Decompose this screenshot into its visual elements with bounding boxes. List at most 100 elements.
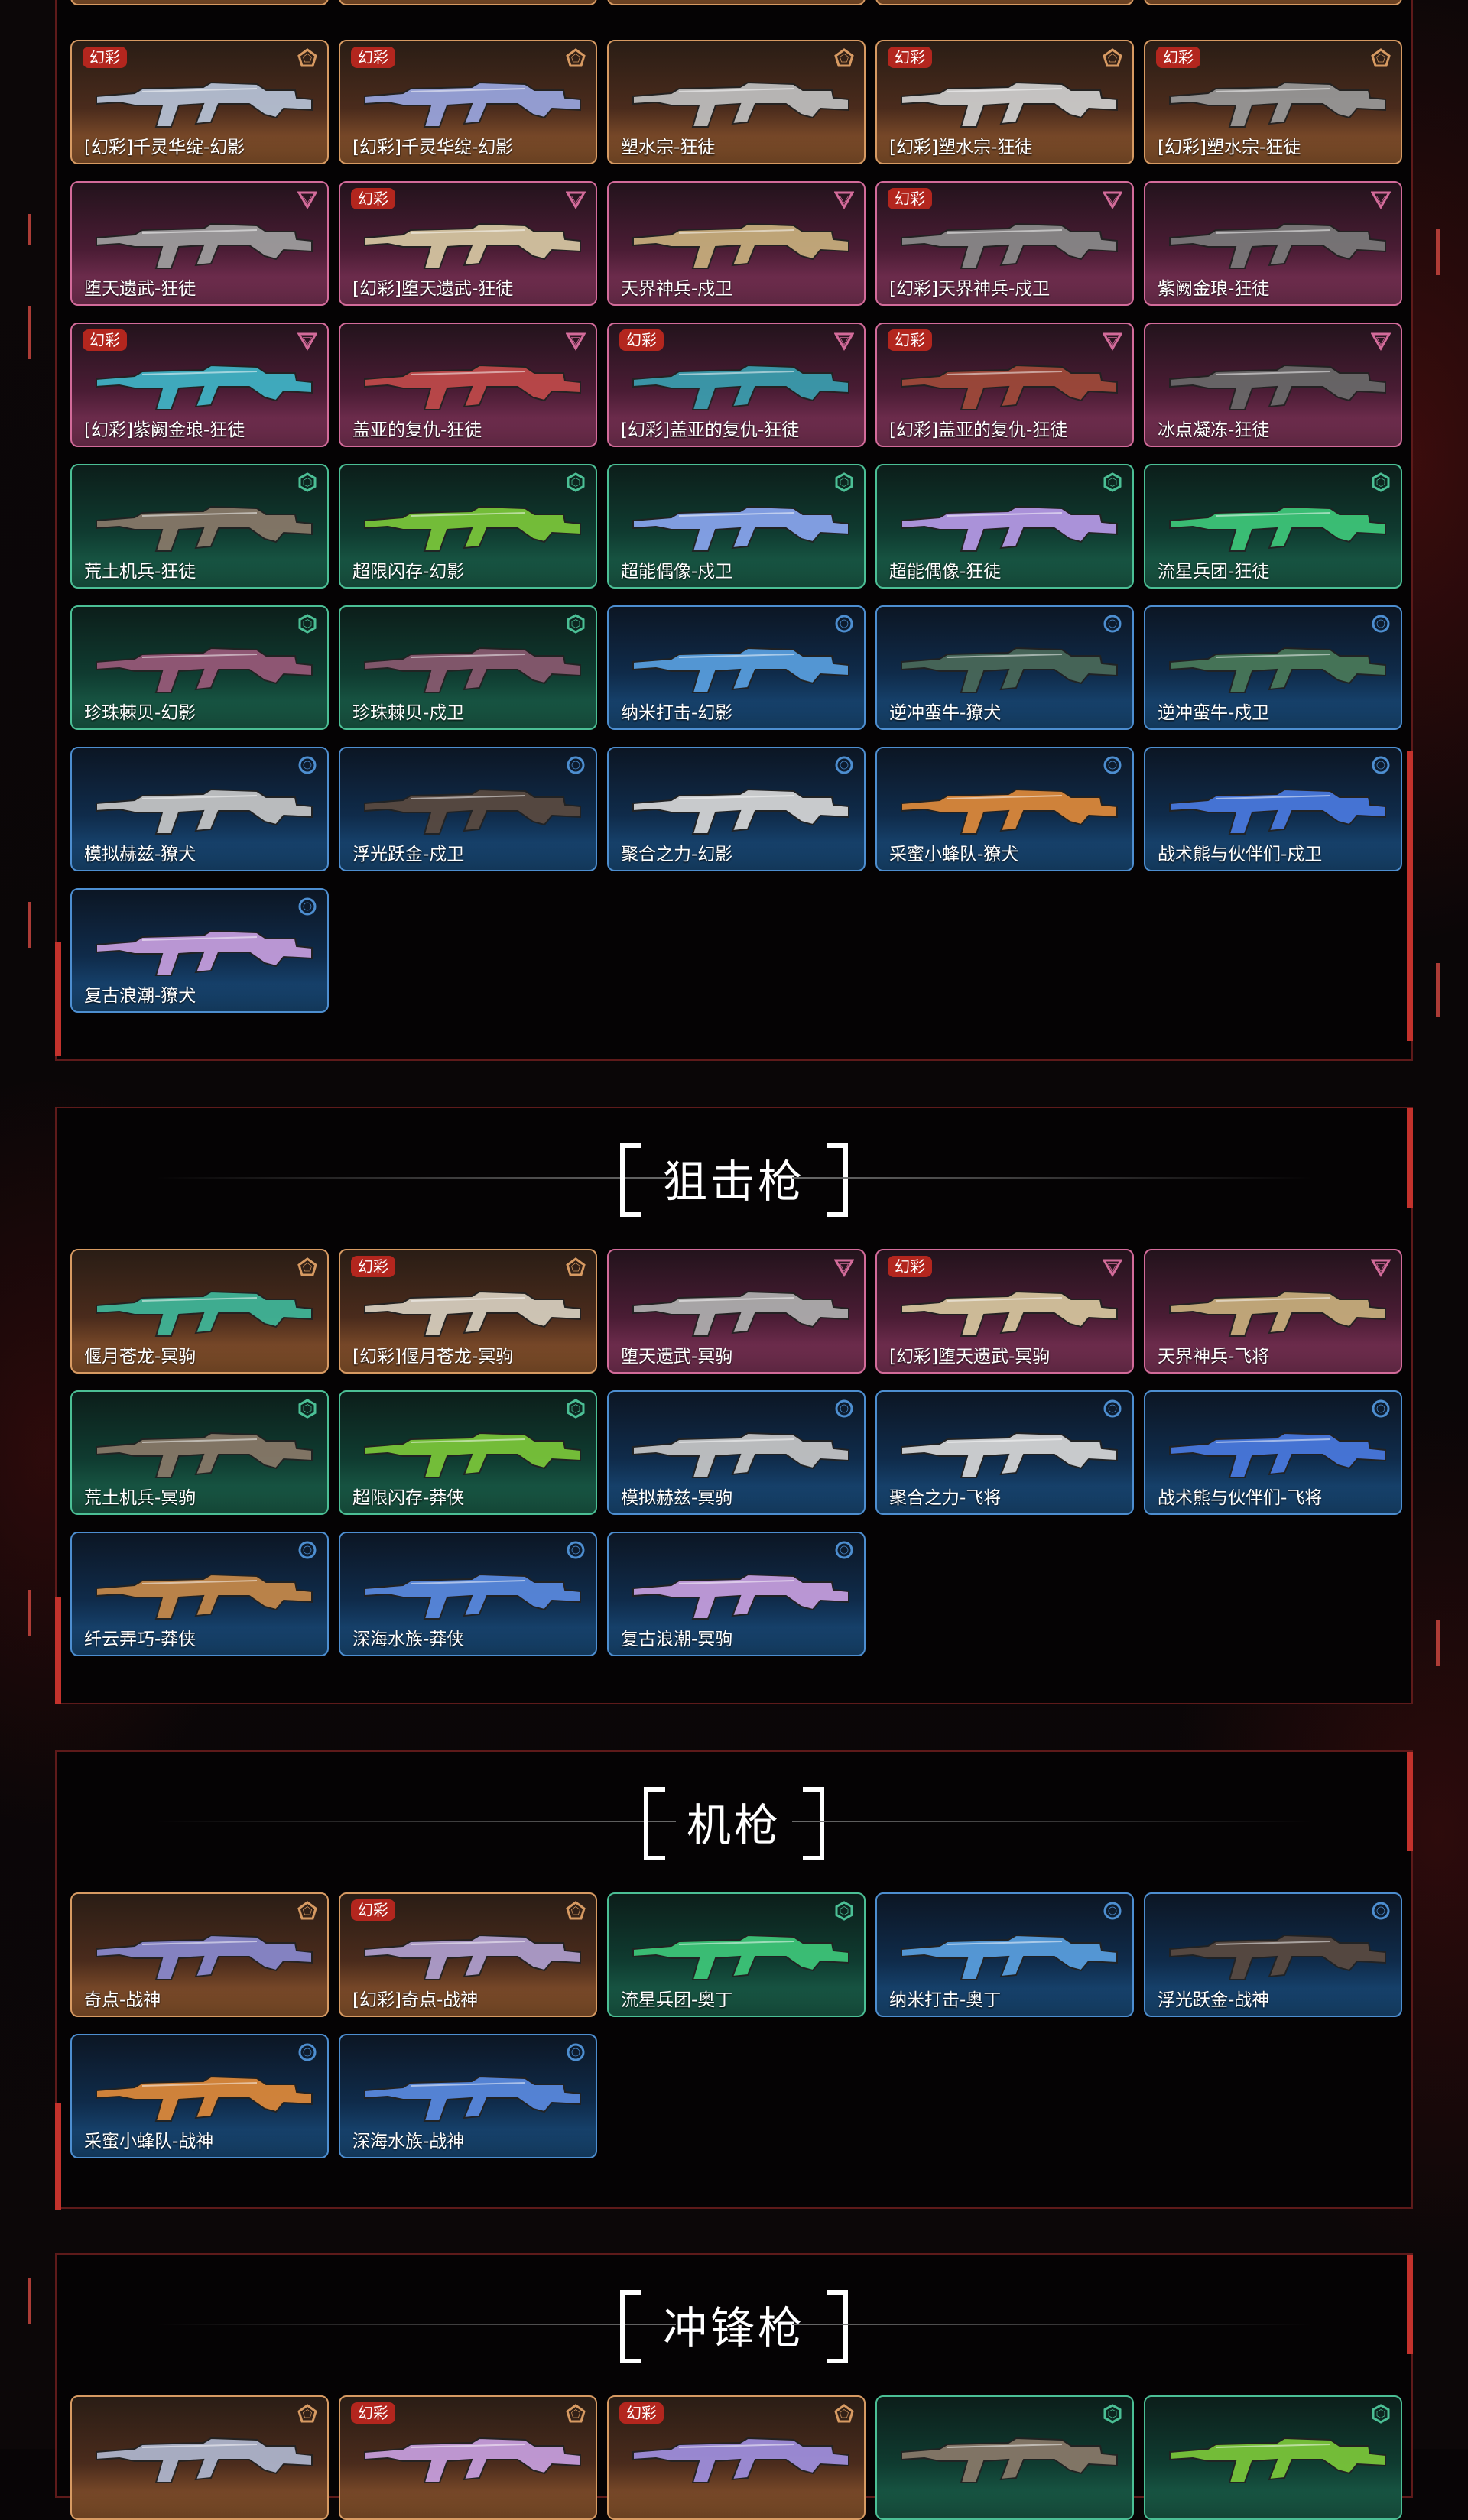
skin-card[interactable]: 奇点-战神 — [70, 1892, 329, 2017]
skin-card[interactable]: 复古浪潮-獠犬 — [70, 888, 329, 1013]
skin-card[interactable]: 纳米打击-幻影 — [607, 605, 866, 730]
skin-card[interactable]: 幻彩[幻彩]奇点-战神 — [339, 1892, 597, 2017]
skin-card[interactable]: 幻彩[幻彩]塑水宗-狂徒 — [875, 40, 1134, 164]
skin-card[interactable]: 模拟赫兹-獠犬 — [70, 747, 329, 871]
panel-accent — [55, 942, 61, 1056]
chroma-badge: 幻彩 — [351, 2402, 395, 2424]
skin-card[interactable]: 幻彩[幻彩]千灵华绽-幻影 — [70, 40, 329, 164]
skin-card[interactable]: 逆冲蛮牛-戍卫 — [1144, 605, 1402, 730]
chroma-badge: 幻彩 — [888, 329, 932, 351]
skin-card[interactable]: 幻彩[幻彩]塑水宗-狂徒 — [1144, 40, 1402, 164]
skin-card[interactable]: 幻彩 — [339, 2395, 597, 2520]
skin-card[interactable]: 偃月苍龙-冥驹 — [70, 1249, 329, 1374]
skin-name: 天界神兵-飞将 — [1158, 1347, 1270, 1367]
chroma-badge: 幻彩 — [1156, 47, 1200, 68]
skin-card[interactable] — [875, 2395, 1134, 2520]
skin-card[interactable]: 堕天遗武-狂徒 — [70, 181, 329, 306]
skin-card[interactable]: 堕天遗武-冥驹 — [607, 1249, 866, 1374]
weapon-skin-image — [96, 929, 313, 976]
skin-card[interactable]: 幻彩[幻彩]盖亚的复仇-狂徒 — [607, 323, 866, 447]
machinegun-grid: 奇点-战神幻彩[幻彩]奇点-战神流星兵团-奥丁纳米打击-奥丁浮光跃金-战神采蜜小… — [70, 1892, 1402, 2158]
weapon-skin-image — [364, 1432, 581, 1478]
card-shade — [1145, 1988, 1401, 2016]
skin-card[interactable] — [1144, 2395, 1402, 2520]
sniper-section-header: 狙击枪 — [57, 1136, 1411, 1220]
weapon-skin-image — [364, 2437, 581, 2483]
skin-card[interactable]: 混沌序曲-狂徒 — [70, 0, 329, 5]
skin-card[interactable]: 深海水族-莽侠 — [339, 1532, 597, 1656]
card-shade — [877, 559, 1132, 587]
hexagon-tier-icon — [1370, 472, 1392, 493]
skin-name: 堕天遗武-狂徒 — [84, 279, 196, 299]
skin-card[interactable]: [幻彩]混沌序曲-狂徒 — [607, 0, 866, 5]
skin-card[interactable]: 冰点凝冻-狂徒 — [1144, 323, 1402, 447]
skin-card[interactable]: 超能偶像-狂徒 — [875, 464, 1134, 589]
skin-card[interactable]: 幻彩[幻彩]盖亚的复仇-狂徒 — [875, 323, 1134, 447]
skin-card[interactable]: 幻彩[幻彩]偃月苍龙-冥驹 — [339, 1249, 597, 1374]
skin-card[interactable]: 荒土机兵-冥驹 — [70, 1390, 329, 1515]
skin-card[interactable]: 超限闪存-幻影 — [339, 464, 597, 589]
pentagon-tier-icon — [297, 47, 318, 69]
skin-card[interactable]: 幻彩[幻彩]紫阙金琅-狂徒 — [70, 323, 329, 447]
circle-tier-icon — [565, 2042, 586, 2063]
skin-card[interactable]: 天界神兵-戍卫 — [607, 181, 866, 306]
skin-card[interactable]: 荒土机兵-狂徒 — [70, 464, 329, 589]
skin-name: 流星兵团-狂徒 — [1158, 562, 1270, 582]
skin-card[interactable]: 聚合之力-飞将 — [875, 1390, 1134, 1515]
skin-card[interactable]: 珍珠棘贝-幻影 — [70, 605, 329, 730]
triangle-tier-icon — [297, 189, 318, 210]
triangle-tier-icon — [1370, 189, 1392, 210]
skin-card[interactable]: 深海水族-战神 — [339, 2034, 597, 2158]
circle-tier-icon — [1102, 754, 1123, 776]
skin-card[interactable]: 纳米打击-奥丁 — [875, 1892, 1134, 2017]
skin-card[interactable]: 逆冲蛮牛-獠犬 — [875, 605, 1134, 730]
skin-card[interactable]: 超能偶像-戍卫 — [607, 464, 866, 589]
skin-card[interactable]: 盖亚的复仇-狂徒 — [339, 323, 597, 447]
skin-name: 纳米打击-幻影 — [621, 703, 733, 723]
skin-card[interactable]: 幻彩 — [607, 2395, 866, 2520]
skin-card[interactable]: [幻彩]混沌序曲-狂徒 — [339, 0, 597, 5]
skin-name: 深海水族-莽侠 — [352, 1630, 465, 1649]
skin-card[interactable]: 浮光跃金-戍卫 — [339, 747, 597, 871]
skin-card[interactable]: 战术熊与伙伴们-戍卫 — [1144, 747, 1402, 871]
skin-card[interactable]: 幻彩[幻彩]堕天遗武-冥驹 — [875, 1249, 1134, 1374]
weapon-skin-image — [901, 1432, 1118, 1478]
skin-card[interactable]: 浮光跃金-战神 — [1144, 1892, 1402, 2017]
triangle-tier-icon — [1102, 330, 1123, 352]
skin-card[interactable]: 天界神兵-飞将 — [1144, 1249, 1402, 1374]
skin-card[interactable] — [70, 2395, 329, 2520]
card-shade — [340, 277, 596, 304]
skin-card[interactable]: 幻彩[幻彩]堕天遗武-狂徒 — [339, 181, 597, 306]
skin-card[interactable]: 紫阙金琅-狂徒 — [1144, 181, 1402, 306]
skin-card[interactable]: 流星兵团-奥丁 — [607, 1892, 866, 2017]
skin-name: 复古浪潮-獠犬 — [84, 986, 196, 1006]
card-shade — [877, 1988, 1132, 2016]
skin-name: [幻彩]千灵华绽-幻影 — [84, 138, 245, 157]
skin-card[interactable]: 超限闪存-莽侠 — [339, 1390, 597, 1515]
skin-card[interactable]: 塑水宗-狂徒 — [607, 40, 866, 164]
weapon-skin-image — [96, 788, 313, 835]
skin-card[interactable]: 千灵华绽-幻影 — [1144, 0, 1402, 5]
panel-accent — [1407, 2255, 1413, 2354]
skin-card[interactable]: 采蜜小蜂队-战神 — [70, 2034, 329, 2158]
skin-card[interactable]: 模拟赫兹-冥驹 — [607, 1390, 866, 1515]
weapon-skin-image — [632, 1934, 849, 1980]
skin-card[interactable]: 聚合之力-幻影 — [607, 747, 866, 871]
skin-card[interactable]: 战术熊与伙伴们-飞将 — [1144, 1390, 1402, 1515]
skin-name: 盖亚的复仇-狂徒 — [352, 420, 482, 440]
skin-card[interactable]: 复古浪潮-冥驹 — [607, 1532, 866, 1656]
skin-card[interactable]: 珍珠棘贝-戍卫 — [339, 605, 597, 730]
skin-card[interactable]: 流星兵团-狂徒 — [1144, 464, 1402, 589]
skin-card[interactable]: 采蜜小蜂队-獠犬 — [875, 747, 1134, 871]
panel-accent — [1407, 751, 1413, 1041]
card-shade — [609, 1627, 864, 1655]
side-decoration — [1436, 229, 1440, 275]
skin-card[interactable]: 双城之战-狂徒 — [875, 0, 1134, 5]
skin-name: 逆冲蛮牛-獠犬 — [889, 703, 1002, 723]
card-shade — [72, 701, 327, 728]
hexagon-tier-icon — [833, 1900, 855, 1922]
skin-card[interactable]: 幻彩[幻彩]天界神兵-戍卫 — [875, 181, 1134, 306]
skin-card[interactable]: 幻彩[幻彩]千灵华绽-幻影 — [339, 40, 597, 164]
card-shade — [72, 1988, 327, 2016]
skin-card[interactable]: 纤云弄巧-莽侠 — [70, 1532, 329, 1656]
